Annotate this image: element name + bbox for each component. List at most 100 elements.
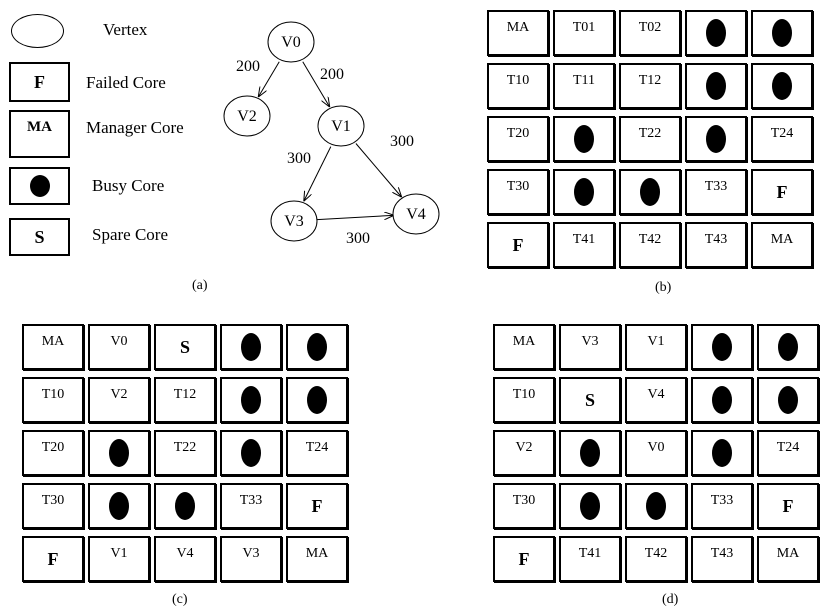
core-cell: S: [154, 324, 216, 370]
core-cell: S: [559, 377, 621, 423]
busy-core-icon: [712, 439, 732, 467]
core-label: F: [518, 548, 530, 569]
core-cell: T41: [553, 222, 615, 268]
core-cell: [286, 324, 348, 370]
core-label: V0: [110, 334, 128, 349]
core-label: S: [584, 389, 595, 410]
graph-vertex: [270, 200, 318, 242]
graph-vertex: [267, 21, 315, 63]
busy-core-icon: [307, 333, 327, 361]
core-cell: [220, 324, 282, 370]
vertex-label: V3: [284, 213, 304, 230]
core-cell: [691, 377, 753, 423]
core-cell: T41: [559, 536, 621, 582]
legend-label-spare: Spare Core: [92, 225, 169, 244]
graph-edge: [355, 143, 401, 197]
core-cell: V2: [88, 377, 150, 423]
core-cell: [685, 10, 747, 56]
core-cell: [691, 324, 753, 370]
core-label: MA: [506, 20, 530, 35]
busy-core-icon: [778, 386, 798, 414]
core-cell: F: [487, 222, 549, 268]
core-cell: T42: [619, 222, 681, 268]
vertex-label: V0: [281, 34, 301, 51]
edge-weight-label: 300: [390, 133, 414, 150]
core-cell: [559, 430, 621, 476]
core-label: T24: [770, 126, 794, 141]
busy-core-icon: [772, 72, 792, 100]
core-cell: T22: [619, 116, 681, 162]
core-label: T43: [704, 232, 728, 247]
vertex-label: V4: [406, 206, 426, 223]
core-label: T12: [638, 73, 662, 88]
core-cell: [553, 116, 615, 162]
core-label: F: [782, 495, 794, 516]
busy-core-icon: [175, 492, 195, 520]
core-cell: T12: [619, 63, 681, 109]
core-label: T11: [572, 73, 596, 88]
busy-core-icon: [712, 333, 732, 361]
core-label: T33: [239, 493, 263, 508]
vertex-label: V2: [237, 108, 257, 125]
core-label: F: [47, 548, 59, 569]
core-label: MA: [770, 232, 794, 247]
busy-core-icon: [109, 492, 129, 520]
legend-label-failed: Failed Core: [86, 73, 166, 92]
core-cell: [685, 116, 747, 162]
core-label: MA: [41, 334, 65, 349]
core-cell: MA: [487, 10, 549, 56]
core-cell: T30: [487, 169, 549, 215]
graph-edge: [316, 215, 393, 221]
busy-core-icon: [29, 175, 50, 197]
core-label: T02: [638, 20, 662, 35]
core-cell: T33: [220, 483, 282, 529]
core-label: V2: [515, 440, 533, 455]
core-cell: MA: [286, 536, 348, 582]
busy-core-icon: [646, 492, 666, 520]
core-label: V3: [581, 334, 599, 349]
busy-core-icon: [580, 439, 600, 467]
core-label: MA: [305, 546, 329, 561]
core-cell: T42: [625, 536, 687, 582]
legend-label-manager: Manager Core: [86, 118, 184, 137]
core-cell: T43: [691, 536, 753, 582]
core-cell: V0: [88, 324, 150, 370]
legend-manager-icon: MA: [9, 110, 70, 158]
core-cell: [286, 377, 348, 423]
core-label: T41: [578, 546, 602, 561]
core-cell: T01: [553, 10, 615, 56]
core-label: T10: [506, 73, 530, 88]
core-label: T10: [512, 387, 536, 402]
core-cell: [685, 63, 747, 109]
busy-core-icon: [574, 125, 594, 153]
busy-core-icon: [109, 439, 129, 467]
busy-core-icon: [706, 72, 726, 100]
core-cell: T11: [553, 63, 615, 109]
core-cell: [559, 483, 621, 529]
core-cell: T22: [154, 430, 216, 476]
core-cell: T24: [751, 116, 813, 162]
core-cell: V3: [559, 324, 621, 370]
busy-core-icon: [241, 439, 261, 467]
core-label: T41: [572, 232, 596, 247]
core-cell: [625, 483, 687, 529]
core-label: T30: [512, 493, 536, 508]
busy-core-icon: [574, 178, 594, 206]
core-cell: T24: [757, 430, 819, 476]
core-cell: V1: [625, 324, 687, 370]
busy-core-icon: [241, 386, 261, 414]
core-label: T22: [173, 440, 197, 455]
core-label: T22: [638, 126, 662, 141]
core-cell: T30: [22, 483, 84, 529]
core-cell: V4: [625, 377, 687, 423]
core-cell: MA: [757, 536, 819, 582]
core-cell: T24: [286, 430, 348, 476]
legend-failed-icon: F: [9, 62, 70, 102]
core-cell: [88, 430, 150, 476]
legend-vertex-icon: [11, 14, 64, 48]
core-label: V2: [110, 387, 128, 402]
core-label: T24: [776, 440, 800, 455]
core-label: T42: [638, 232, 662, 247]
core-cell: [751, 10, 813, 56]
